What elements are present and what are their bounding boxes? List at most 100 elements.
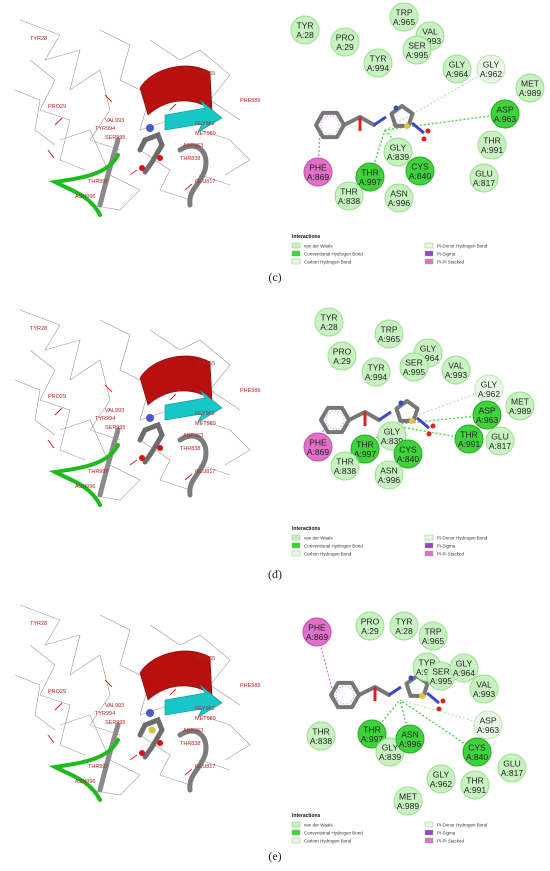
residue-circle bbox=[355, 611, 385, 641]
residue-3d-label: ASP963 bbox=[183, 143, 203, 149]
residue-3d-label: THR997 bbox=[88, 179, 108, 185]
residue-id: A:989 bbox=[519, 88, 541, 98]
residue-name: GLY bbox=[483, 60, 500, 70]
residue-3d-label: MET989 bbox=[195, 131, 216, 137]
residue-id: A:964 bbox=[453, 668, 475, 678]
residue-id: A:29 bbox=[361, 626, 379, 636]
residue-id: A:991 bbox=[458, 439, 480, 449]
residue-3d-label: GLU817 bbox=[195, 764, 216, 770]
residue-3d-label: TYR994 bbox=[95, 126, 115, 132]
alpha-helix bbox=[139, 650, 213, 701]
legend-item: van der Waals bbox=[304, 536, 333, 541]
residue-id: A:838 bbox=[334, 466, 356, 476]
residue-name: TYR bbox=[321, 313, 338, 323]
residue-circle bbox=[306, 721, 336, 751]
residue-name: THR bbox=[466, 776, 483, 786]
ligand-benzene-ring bbox=[329, 680, 361, 710]
residue-id: A:838 bbox=[310, 736, 332, 746]
residue-name: SER bbox=[405, 358, 422, 368]
residue-id: A:994 bbox=[367, 63, 389, 73]
oxygen-bond bbox=[184, 473, 193, 481]
residue-name: MET bbox=[399, 792, 417, 802]
residue-id: A:996 bbox=[399, 739, 421, 749]
residue-circle bbox=[472, 400, 502, 430]
residue-name: PHE bbox=[308, 623, 326, 633]
residue-3d-label: TYR28 bbox=[30, 326, 47, 332]
residue-3d-label: TYR994 bbox=[95, 416, 115, 422]
ligand-sulfur-atom bbox=[419, 693, 425, 699]
residue-3d-label: PRO29 bbox=[48, 689, 66, 695]
legend-item: Conventional Hydrogen Bond bbox=[304, 544, 363, 549]
interaction-line bbox=[399, 699, 489, 726]
oxygen-bond bbox=[54, 702, 63, 711]
residue-wireframe bbox=[199, 714, 251, 761]
ligand-oxygen bbox=[139, 750, 145, 756]
residue-3d-label: MET989 bbox=[195, 421, 216, 427]
residue-circle bbox=[363, 48, 393, 78]
residue-name: GLY bbox=[382, 743, 399, 753]
residue-id: A:869 bbox=[307, 172, 329, 182]
residue-3d-label: THR838 bbox=[180, 446, 200, 452]
oxygen-bond bbox=[129, 459, 138, 466]
ligand-thiazole-ring bbox=[389, 104, 415, 128]
residue-circle bbox=[454, 424, 484, 454]
residue-id: A:965 bbox=[393, 17, 415, 27]
legend-swatch bbox=[291, 821, 301, 828]
residue-circle bbox=[476, 54, 506, 84]
residue-name: TRP bbox=[425, 627, 442, 637]
residue-3d-label: ASN996 bbox=[75, 779, 96, 785]
residue-circle bbox=[405, 156, 435, 186]
pi-ring-marker bbox=[320, 115, 340, 135]
ligand-benzene-ring bbox=[314, 110, 346, 140]
residue-id: A:817 bbox=[501, 768, 523, 778]
legend-item: Pi-Donor Hydrogen Bond bbox=[437, 823, 488, 828]
residue-circle bbox=[389, 2, 419, 32]
ligand-nitro-oxygen bbox=[425, 128, 431, 134]
panel-label-d: (d) bbox=[268, 567, 282, 581]
legend-swatch bbox=[291, 837, 301, 844]
residue-id: A:839 bbox=[387, 152, 409, 162]
residue-3d-label: VAL993 bbox=[105, 703, 124, 709]
interaction-line bbox=[371, 699, 401, 735]
oxygen-bond bbox=[54, 117, 63, 126]
residue-circle bbox=[389, 611, 419, 641]
residue-3d-label: GLU817 bbox=[195, 179, 216, 185]
residue-3d-label: THR838 bbox=[180, 741, 200, 747]
residue-3d-label: PRO29 bbox=[48, 394, 66, 400]
residue-id: A:994 bbox=[365, 372, 387, 382]
residue-3d-label: SER995 bbox=[105, 135, 126, 141]
residue-id: A:29 bbox=[336, 42, 354, 52]
residue-3d-label: TYR994 bbox=[95, 711, 115, 717]
residue-name: SER bbox=[408, 41, 425, 51]
alpha-helix bbox=[139, 355, 213, 406]
ligand-thiazole-ring bbox=[404, 674, 430, 698]
legend-swatch bbox=[424, 242, 434, 249]
residue-name: GLU bbox=[491, 432, 508, 442]
residue-wireframe bbox=[14, 379, 56, 436]
residue-name: GLY bbox=[449, 60, 466, 70]
residue-circle bbox=[473, 710, 503, 740]
residue-id: A:817 bbox=[489, 441, 511, 451]
oxygen-bond bbox=[104, 679, 113, 688]
ligand-nitrogen bbox=[146, 124, 154, 132]
oxygen-bond bbox=[169, 103, 177, 111]
residue-circle bbox=[515, 73, 545, 103]
residue-circle bbox=[303, 432, 333, 462]
residue-circle bbox=[395, 724, 425, 754]
coil-green bbox=[48, 443, 120, 507]
residue-circle bbox=[497, 753, 527, 783]
